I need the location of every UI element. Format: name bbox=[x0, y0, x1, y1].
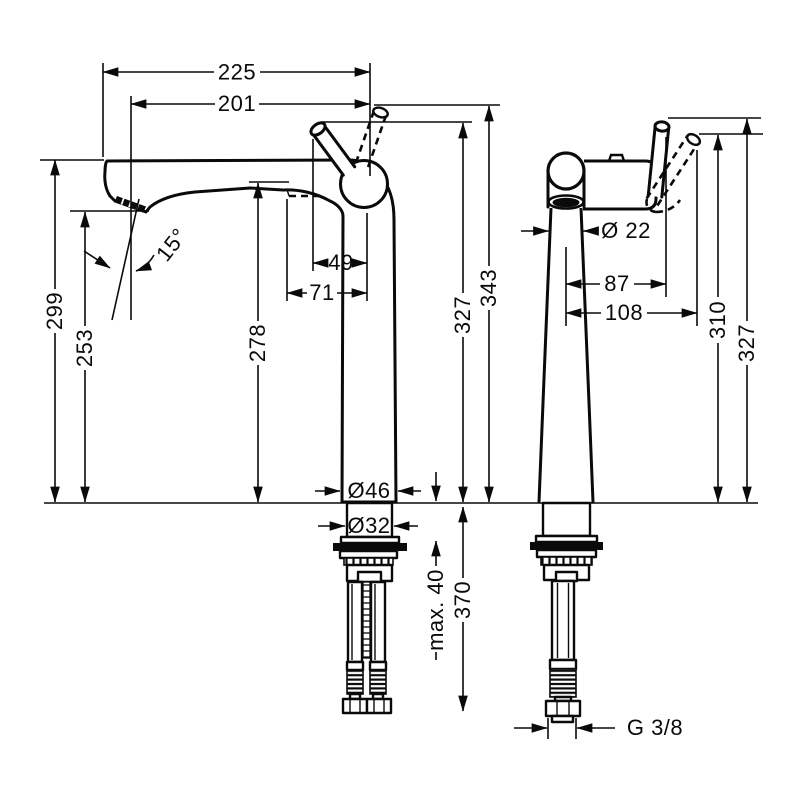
lever-cap-front bbox=[653, 120, 671, 133]
dim-lever-offset-closed: 87 bbox=[565, 137, 667, 326]
dim-spray-projection: 201 bbox=[130, 91, 371, 320]
dimensions-side-view: 225 201 15° 299 253 bbox=[40, 60, 501, 712]
spout-head-circle bbox=[546, 151, 586, 191]
dim-aerator-height: 253 bbox=[70, 210, 149, 503]
dimensions-front-view: Ø 22 87 108 310 327 bbox=[514, 117, 763, 740]
dim-lever-open-height-side: 327 bbox=[321, 121, 475, 503]
spout-opening bbox=[552, 197, 580, 208]
dim-d46-label: Ø46 bbox=[347, 478, 390, 503]
threaded-rod bbox=[362, 581, 371, 659]
lever-cap bbox=[309, 121, 327, 137]
dim-lever-reach: 71 bbox=[286, 199, 368, 305]
faucet-side-view bbox=[103, 106, 407, 715]
dim-lever-closed-height-side: 343 bbox=[374, 104, 501, 503]
dim-225-label: 225 bbox=[218, 60, 256, 85]
dim-g38-label: G 3/8 bbox=[627, 715, 683, 740]
dim-base-diameter: Ø46 bbox=[315, 478, 421, 503]
dim-327-side-label: 327 bbox=[450, 296, 475, 334]
dim-310-label: 310 bbox=[705, 301, 730, 339]
dim-201-label: 201 bbox=[218, 91, 256, 116]
dim-15deg-label: 15° bbox=[151, 223, 192, 266]
thread-stub bbox=[550, 714, 575, 724]
dim-lever-open-height-front: 310 bbox=[699, 133, 763, 503]
lever-open-cap-front bbox=[685, 132, 702, 147]
ball-joint bbox=[339, 159, 389, 209]
supply-hose-left bbox=[341, 580, 369, 715]
dim-connection-thread: G 3/8 bbox=[514, 715, 683, 740]
lever-open-side bbox=[354, 106, 389, 168]
supply-hose-front bbox=[544, 579, 582, 724]
dim-max40-label: max. 40 bbox=[423, 569, 448, 651]
spout-head-front bbox=[546, 151, 586, 210]
dim-lever-offset: 49 bbox=[312, 139, 368, 301]
dim-hose-drop: 370 bbox=[450, 506, 475, 712]
dim-370-label: 370 bbox=[450, 581, 475, 619]
dim-108-label: 108 bbox=[605, 300, 643, 325]
dim-underside-height: 278 bbox=[245, 181, 289, 503]
dim-spray-angle: 15° bbox=[83, 198, 192, 321]
dim-343-label: 343 bbox=[476, 269, 501, 307]
dim-299-label: 299 bbox=[42, 292, 67, 330]
dim-327-front-label: 327 bbox=[734, 324, 759, 362]
mounting-hardware-side bbox=[333, 501, 407, 715]
dim-71-label: 71 bbox=[309, 280, 334, 305]
dim-overall-projection: 225 bbox=[102, 60, 371, 176]
supply-hose-right bbox=[365, 580, 393, 715]
dim-49-label: 49 bbox=[328, 250, 353, 275]
lever-closed-side bbox=[309, 121, 357, 177]
lever-open-cap bbox=[372, 106, 389, 119]
dim-shank-diameter: Ø32 bbox=[318, 513, 418, 538]
dim-253-label: 253 bbox=[72, 329, 97, 367]
mounting-hardware-front bbox=[530, 501, 603, 724]
dim-278-label: 278 bbox=[245, 324, 270, 362]
dim-d32-label: Ø32 bbox=[347, 513, 390, 538]
faucet-front-view bbox=[530, 120, 702, 724]
handle-housing bbox=[583, 159, 658, 211]
dim-spout-diameter: Ø 22 bbox=[521, 218, 651, 243]
housing-screw bbox=[607, 153, 626, 162]
dim-lever-offset-open: 108 bbox=[565, 150, 698, 326]
dim-87-label: 87 bbox=[604, 271, 629, 296]
dim-d22-label: Ø 22 bbox=[601, 218, 651, 243]
dim-spout-top-height: 299 bbox=[40, 159, 104, 503]
lever-open-front bbox=[645, 132, 702, 214]
dim-lever-closed-height-front: 327 bbox=[668, 117, 761, 503]
dim-counter-thickness: max. 40 bbox=[423, 472, 448, 660]
